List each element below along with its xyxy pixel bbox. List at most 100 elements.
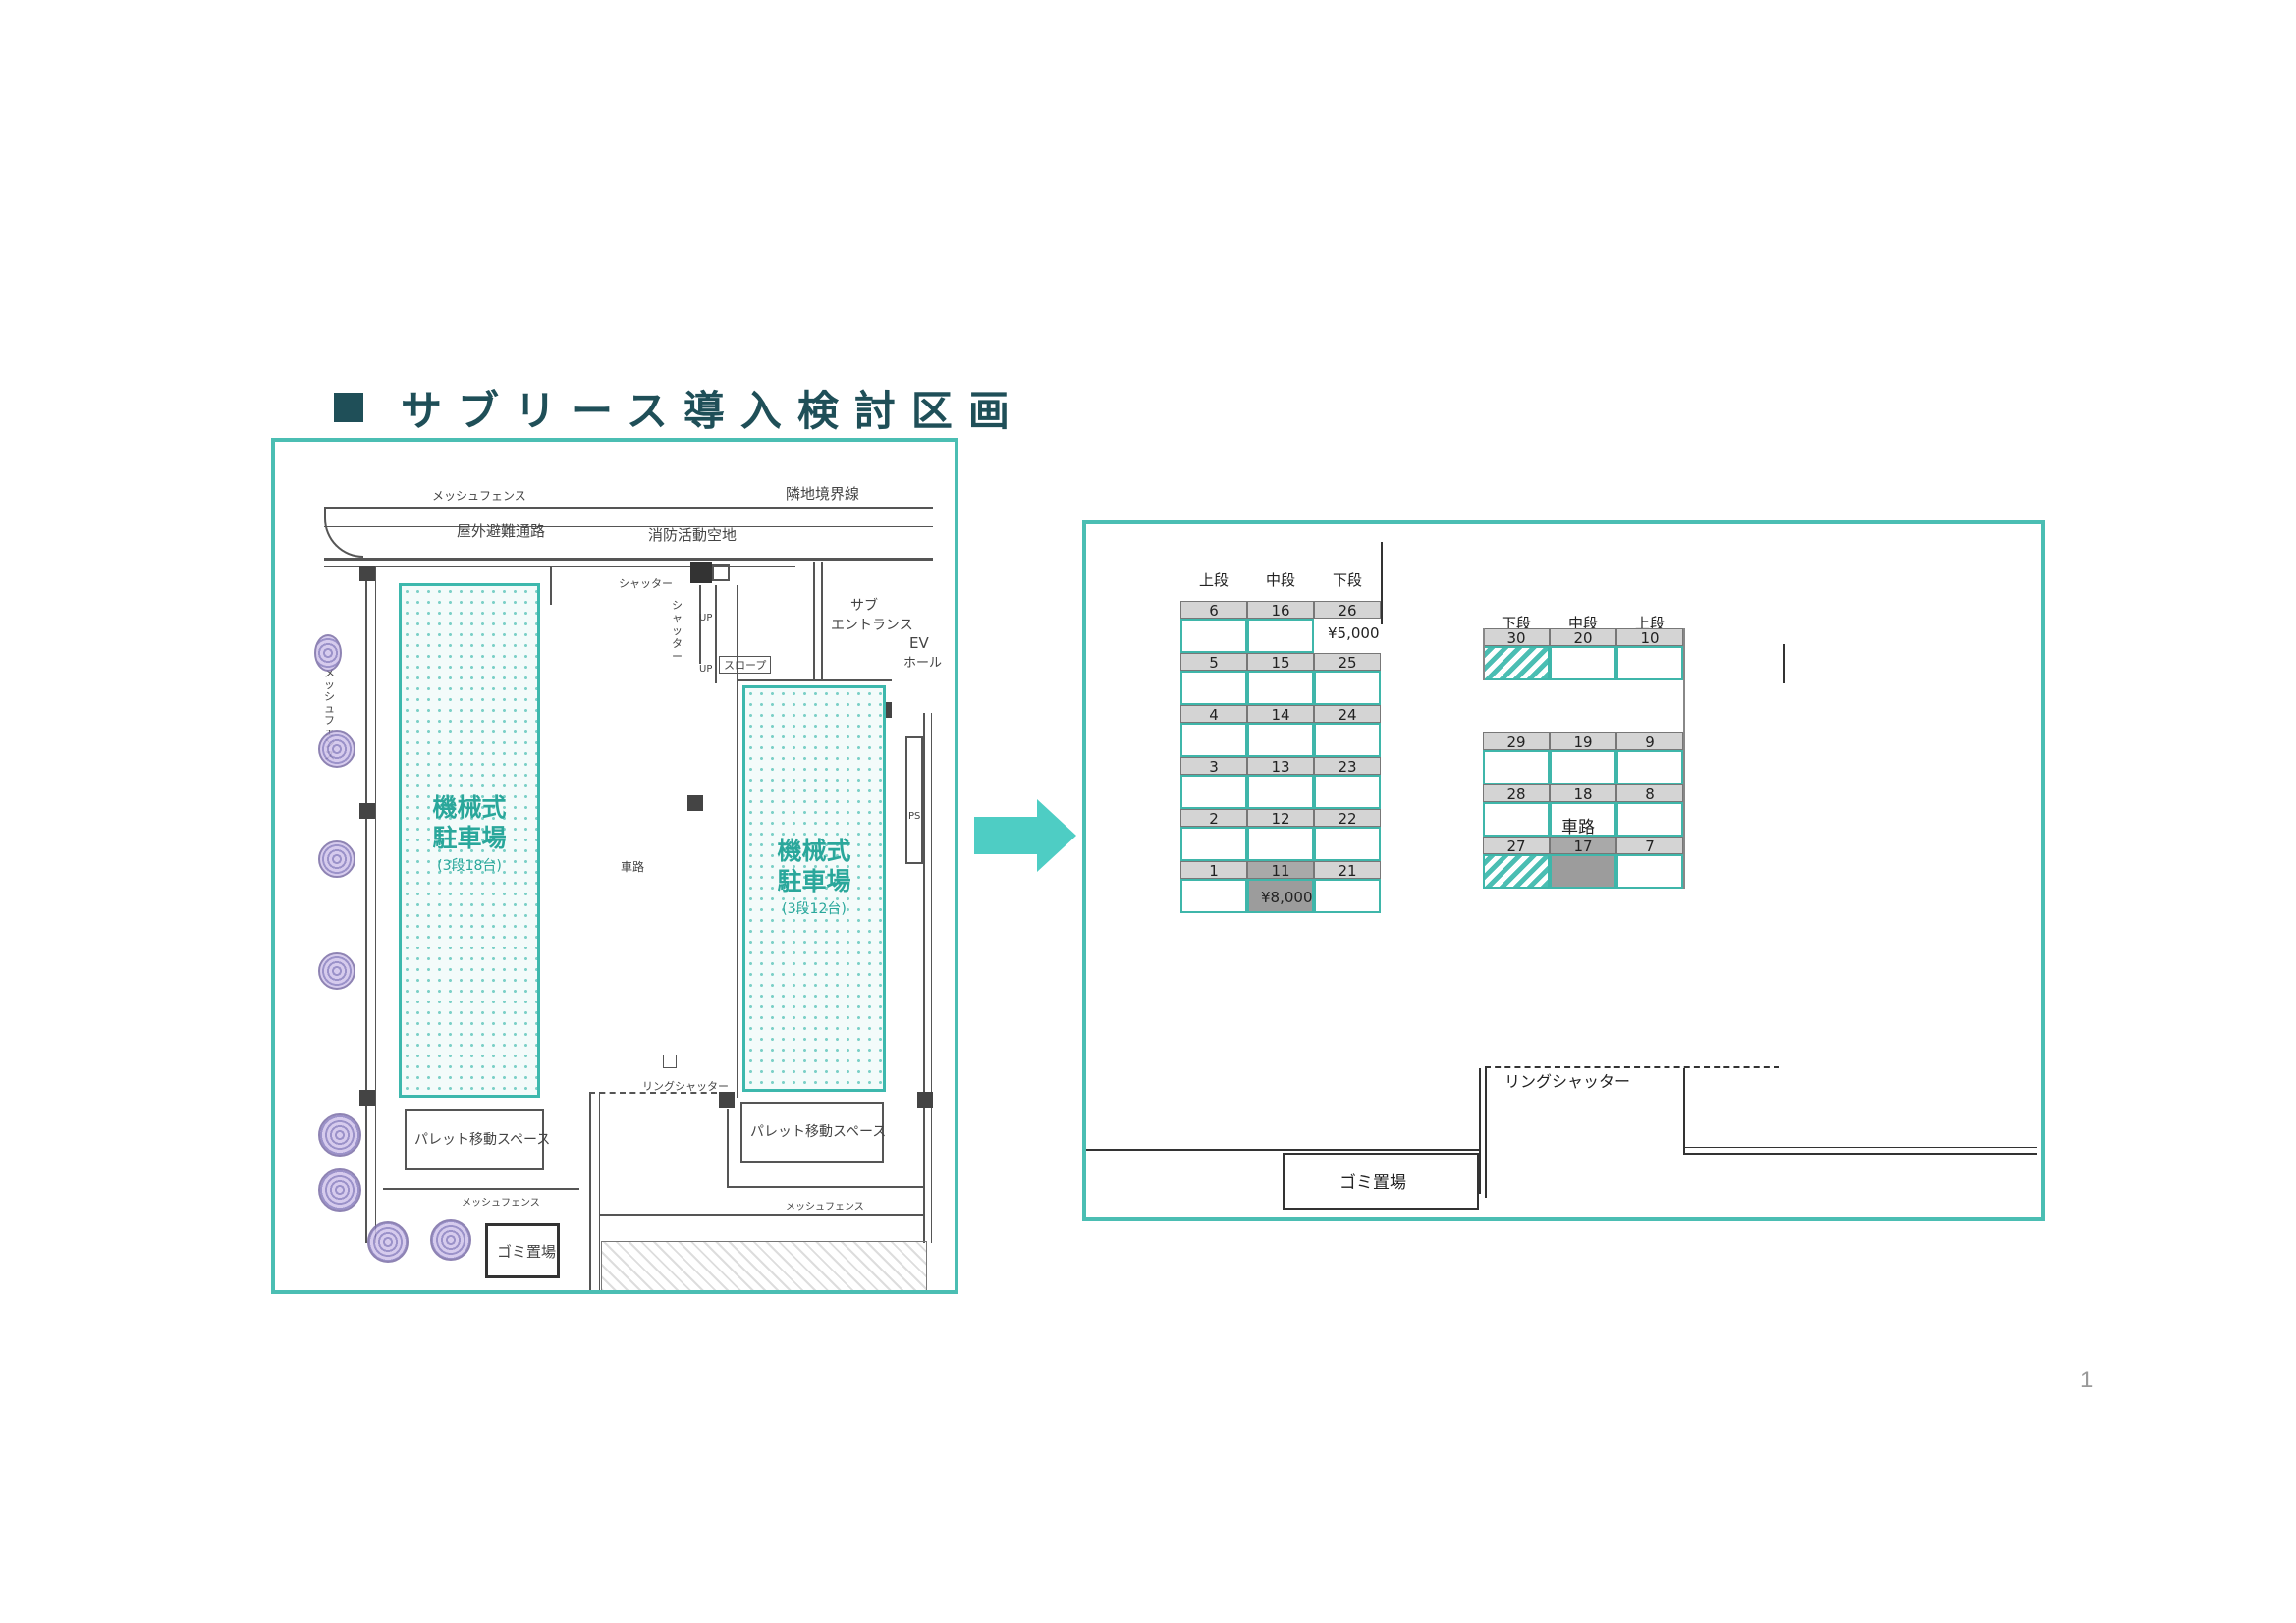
grid-edge bbox=[1483, 628, 1485, 680]
column-header: 上段 bbox=[1634, 615, 1665, 632]
mechanical-parking-left: 機械式 駐車場 (3段18台) bbox=[399, 583, 540, 1098]
garbage-label: ゴミ置場 bbox=[497, 1243, 557, 1261]
space-number: 7 bbox=[1616, 837, 1683, 855]
space-number: 4 bbox=[1180, 705, 1247, 724]
space-number: 25 bbox=[1314, 653, 1381, 672]
mesh-fence-top-label: メッシュフェンス bbox=[432, 489, 526, 503]
title-square-icon bbox=[334, 393, 363, 422]
space-number: 17 bbox=[1550, 837, 1616, 855]
up-label-1: UP bbox=[699, 613, 713, 623]
parking-space-14[interactable] bbox=[1247, 723, 1314, 757]
parking-space-16[interactable] bbox=[1247, 619, 1314, 653]
ring-shutter-label: リングシャッター bbox=[1504, 1072, 1631, 1091]
column-header: 下段 bbox=[1501, 615, 1531, 632]
tree-icon bbox=[318, 952, 355, 990]
up-label-2: UP bbox=[699, 664, 713, 675]
tree-icon bbox=[318, 1168, 361, 1212]
floor-plan-panel: メッシュフェンス 隣地境界線 屋外避難通路 消防活動空地 シャッター シャッター… bbox=[271, 438, 958, 1294]
column-header: 上段 bbox=[1198, 571, 1229, 589]
parking-space-15[interactable] bbox=[1247, 671, 1314, 705]
boundary-line-label: 隣地境界線 bbox=[786, 485, 860, 503]
parking-space-28[interactable] bbox=[1483, 802, 1550, 837]
slope-label: スロープ bbox=[719, 656, 772, 674]
parking-space-7[interactable] bbox=[1616, 854, 1683, 889]
pallet-space-right-label: パレット移動スペース bbox=[750, 1124, 887, 1140]
space-number: 2 bbox=[1180, 809, 1247, 828]
page-number: 1 bbox=[2080, 1367, 2094, 1393]
tree-icon bbox=[318, 840, 355, 878]
parking-space-6[interactable] bbox=[1180, 619, 1247, 653]
pallet-space-left-label: パレット移動スペース bbox=[414, 1132, 551, 1148]
parking-space-20[interactable] bbox=[1550, 646, 1616, 680]
parking-space-24[interactable] bbox=[1314, 723, 1381, 757]
parking-space-30[interactable] bbox=[1483, 646, 1550, 680]
tree-icon bbox=[367, 1221, 409, 1263]
tree-icon bbox=[430, 1219, 471, 1261]
parking-space-5[interactable] bbox=[1180, 671, 1247, 705]
space-number: 24 bbox=[1314, 705, 1381, 724]
parking-space-22[interactable] bbox=[1314, 827, 1381, 861]
space-number: 21 bbox=[1314, 861, 1381, 880]
parking-left-name-2: 駐車場 bbox=[432, 824, 507, 852]
parking-space-11[interactable] bbox=[1247, 879, 1314, 913]
space-number: 26 bbox=[1314, 601, 1381, 620]
sub-entrance-label-1: サブ bbox=[850, 598, 878, 614]
mesh-fence-bottom-right-label: メッシュフェンス bbox=[786, 1202, 864, 1213]
space-number: 16 bbox=[1247, 601, 1314, 620]
parking-space-8[interactable] bbox=[1616, 802, 1683, 837]
parking-space-1[interactable] bbox=[1180, 879, 1247, 913]
space-number: 3 bbox=[1180, 757, 1247, 776]
parking-space-29[interactable] bbox=[1483, 750, 1550, 784]
sub-entrance-label-2: エントランス bbox=[831, 618, 913, 633]
space-number: 13 bbox=[1247, 757, 1314, 776]
ev-label: EV bbox=[909, 634, 929, 652]
column-header: 下段 bbox=[1332, 571, 1362, 589]
ev-hall-label: ホール bbox=[903, 656, 943, 671]
section-title: サブリース導入検討区画 bbox=[334, 378, 1025, 437]
tree-icon bbox=[318, 730, 355, 768]
parking-right-name-2: 駐車場 bbox=[777, 867, 851, 895]
parking-space-26[interactable] bbox=[1314, 619, 1381, 653]
parking-space-19[interactable] bbox=[1550, 750, 1616, 784]
space-number: 22 bbox=[1314, 809, 1381, 828]
parking-space-12[interactable] bbox=[1247, 827, 1314, 861]
parking-space-9[interactable] bbox=[1616, 750, 1683, 784]
mechanical-parking-right: 機械式 駐車場 (3段12台) bbox=[742, 685, 886, 1092]
parking-space-2[interactable] bbox=[1180, 827, 1247, 861]
space-number: 9 bbox=[1616, 732, 1683, 751]
parking-space-17[interactable] bbox=[1550, 854, 1616, 889]
parking-space-21[interactable] bbox=[1314, 879, 1381, 913]
parking-space-3[interactable] bbox=[1180, 775, 1247, 809]
grid-edge bbox=[1683, 628, 1685, 889]
parking-right-capacity: (3段12台) bbox=[782, 901, 847, 917]
title-text: サブリース導入検討区画 bbox=[401, 386, 1025, 435]
parking-space-25[interactable] bbox=[1314, 671, 1381, 705]
shutter-vertical-label: シャッター bbox=[672, 599, 683, 663]
parking-space-10[interactable] bbox=[1616, 646, 1683, 680]
parking-space-4[interactable] bbox=[1180, 723, 1247, 757]
space-number: 19 bbox=[1550, 732, 1616, 751]
column-header: 中段 bbox=[1265, 571, 1295, 589]
space-number: 12 bbox=[1247, 809, 1314, 828]
parking-space-13[interactable] bbox=[1247, 775, 1314, 809]
price-space-26: ¥5,000 bbox=[1328, 624, 1380, 642]
mesh-fence-bottom-left-label: メッシュフェンス bbox=[462, 1198, 540, 1209]
space-number: 8 bbox=[1616, 784, 1683, 803]
space-number: 14 bbox=[1247, 705, 1314, 724]
parking-space-23[interactable] bbox=[1314, 775, 1381, 809]
parking-space-18[interactable] bbox=[1550, 802, 1616, 837]
space-number: 5 bbox=[1180, 653, 1247, 672]
column-header: 中段 bbox=[1567, 615, 1598, 632]
space-number: 15 bbox=[1247, 653, 1314, 672]
space-number: 18 bbox=[1550, 784, 1616, 803]
parking-space-27[interactable] bbox=[1483, 854, 1550, 889]
fire-vacant-land-label: 消防活動空地 bbox=[648, 526, 738, 544]
outdoor-passage-label: 屋外避難通路 bbox=[457, 522, 546, 540]
parking-left-capacity: (3段18台) bbox=[437, 858, 502, 874]
roadway-label: 車路 bbox=[1561, 818, 1595, 838]
space-number: 11 bbox=[1247, 861, 1314, 880]
space-number: 23 bbox=[1314, 757, 1381, 776]
space-number: 1 bbox=[1180, 861, 1247, 880]
space-number: 6 bbox=[1180, 601, 1247, 620]
